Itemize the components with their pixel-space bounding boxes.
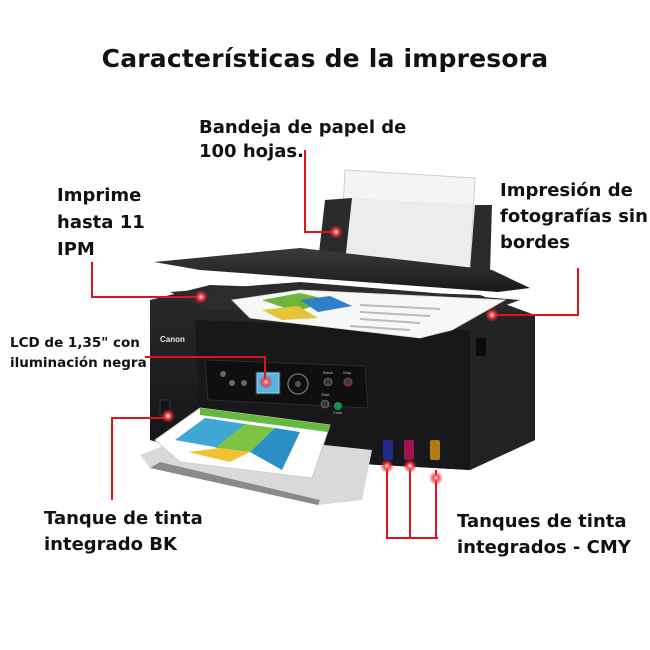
ipm-leader (91, 262, 200, 298)
cyan-leader (386, 468, 438, 539)
print-speed-callout: Imprime hasta 11 IPM (57, 185, 145, 260)
black-label: Black (323, 370, 333, 375)
scanned-document (231, 289, 507, 339)
lcd-leader (145, 356, 266, 380)
lcd-callout: LCD de 1,35" con iluminación negra (10, 335, 147, 372)
control-panel: Black Stop Start Color (204, 359, 369, 415)
dpad-ring[interactable] (287, 373, 309, 395)
start-label: Start (321, 392, 330, 397)
power-button[interactable] (220, 371, 226, 377)
color-button[interactable] (334, 402, 342, 410)
tank-yellow (430, 440, 440, 460)
brand-logo: Canon (160, 335, 185, 344)
lcd-dot (259, 375, 273, 389)
magenta-dot (403, 459, 417, 473)
start-button[interactable] (320, 399, 330, 409)
black-button[interactable] (323, 377, 333, 387)
stop-button[interactable] (343, 377, 353, 387)
stop-label: Stop (343, 370, 352, 375)
output-tray (140, 407, 372, 505)
back-button[interactable] (241, 380, 247, 386)
black-tank-callout: Tanque de tinta integrado BK (44, 508, 203, 556)
highlight-dots (161, 225, 499, 485)
cyan-dot (380, 459, 394, 473)
tank-magenta (404, 440, 414, 460)
cmy-tanks-callout: Tanques de tinta integrados - CMY (457, 511, 631, 559)
photo-dot (485, 308, 499, 322)
borderless-photo-callout: Impresión de fotografías sin bordes (500, 180, 648, 254)
photo-leader (493, 268, 579, 316)
color-label: Color (333, 410, 343, 415)
bk-leader (111, 417, 168, 500)
page-title: Características de la impresora (101, 44, 549, 73)
tank-cyan (383, 440, 393, 460)
bk-dot (161, 409, 175, 423)
paper-tray-leader (304, 150, 336, 233)
paper-tray-callout: Bandeja de papel de 100 hojas. (199, 117, 407, 162)
yellow-dot (429, 471, 443, 485)
paper-tray-dot (329, 225, 343, 239)
scanner-lid (154, 248, 530, 292)
home-button[interactable] (229, 380, 235, 386)
ipm-dot (194, 290, 208, 304)
